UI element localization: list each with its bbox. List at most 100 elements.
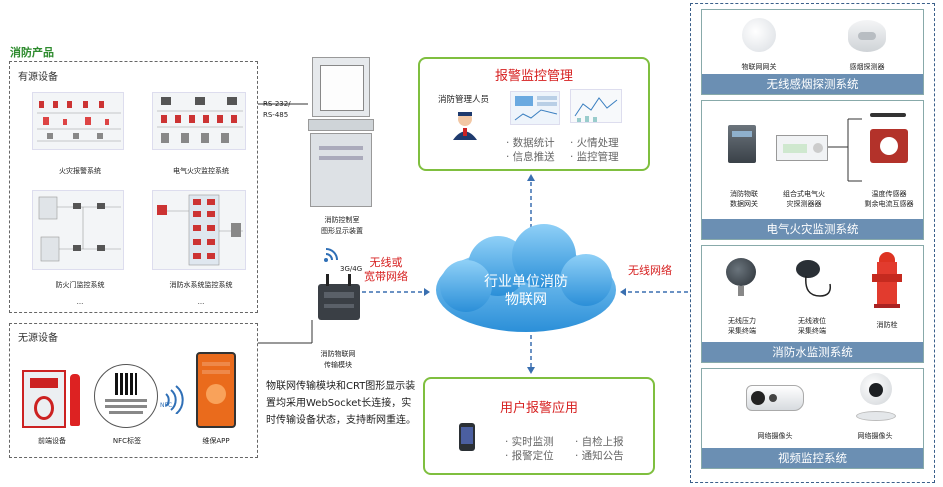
wireless-level-terminal-image [796,260,820,278]
level-terminal-cable [805,276,832,297]
nfc-signal-label: NFC [160,402,173,409]
wireless-smoke-detection-panel: 物联网网关 感烟探测器 无线感烟探测系统 [701,9,924,95]
bullet-info-push: · 信息推送 [506,151,555,163]
more-indicator-2: ... [197,298,205,306]
manager-avatar-icon [453,112,477,140]
cloud-label-line-2: 物联网 [505,292,547,308]
smoke-detector-label: 感烟探测器 [849,63,885,71]
video-surveillance-panel: 网络摄像头 网络摄像头 视频监控系统 [701,368,924,469]
statistics-chart-image [570,89,622,123]
water-system-monitoring-diagram [152,190,246,270]
iot-gateway-image [742,18,776,52]
fire-door-monitoring-diagram [32,190,124,270]
water-system-monitoring-label: 消防水系统监控系统 [169,281,233,289]
iot-gateway-label: 物联网网关 [741,63,777,71]
sensor-connection-lines [828,118,862,182]
fire-extinguisher-image [70,374,80,426]
fire-iot-data-gateway-label: 消防物联 数据网关 [720,189,768,209]
combined-detector-label-line-1: 组合式电气火 [783,190,825,198]
nfc-tag-label: NFC标签 [112,437,142,445]
crt-display-label: 消防控制室 图形显示装置 [302,215,382,237]
section-title-fire-products: 消防产品 [10,46,54,59]
level-terminal-label-line-2: 采集终端 [798,327,826,335]
bullet-alarm-location: · 报警定位 [505,450,554,462]
residual-current-transformer-image [870,129,908,163]
combined-electrical-fire-detector-label: 组合式电气火 灾探测器器 [772,189,836,209]
fire-iot-data-gateway-label-line-1: 消防物联 [730,190,758,198]
fire-alarm-system-label: 火灾报警系统 [59,167,101,175]
fire-hydrant-image [872,252,902,308]
fire-iot-data-gateway-label-line-2: 数据网关 [730,200,758,208]
bullet-fire-handling: · 火情处理 [570,137,619,149]
network-type-label: 3G/4G [340,265,363,273]
electrical-fire-monitoring-diagram [152,92,246,150]
dome-camera-label: 网络摄像头 [857,432,893,440]
user-alarm-application-box: 用户报警应用 · 实时监测 · 自检上报 · 报警定位 · 通知公告 [423,377,655,475]
fire-manager-label: 消防管理人员 [438,95,490,105]
iot-cloud-icon [436,224,616,332]
unpowered-devices-box: 无源设备 前端设备 NFC标签 NFC 维保APP [9,323,258,458]
more-indicator-1: ... [76,298,84,306]
combined-electrical-fire-detector-image [776,135,828,161]
bullet-camera-image [746,385,804,411]
alarm-monitoring-title: 报警监控管理 [494,69,573,84]
wireless-network-label: 无线网络 [628,264,672,277]
bullet-camera-label: 网络摄像头 [757,432,793,440]
temperature-sensor-image [868,107,908,125]
wireless-or-broadband-label: 无线或 宽带网络 [364,256,408,284]
bullet-realtime-monitoring: · 实时监测 [505,436,554,448]
pressure-terminal-label-line-1: 无线压力 [728,317,756,325]
fire-iot-data-gateway-image [728,125,756,163]
pressure-terminal-stem [738,286,744,296]
rs-interface-label-line-2: RS-485 [263,111,289,119]
transmission-module-label-line-2: 传输模块 [324,361,352,369]
rs-interface-label-line-1: RS-232/ [263,100,291,108]
level-terminal-label-line-1: 无线液位 [798,317,826,325]
transmission-module-image [318,274,360,320]
combined-detector-label-line-2: 灾探测器器 [786,200,822,208]
wireless-or-broadband-line-1: 无线或 [369,256,403,269]
wireless-or-broadband-line-2: 宽带网络 [364,270,408,283]
maintenance-app-label: 维保APP [202,437,230,445]
video-surveillance-title: 视频监控系统 [702,448,923,468]
cloud-label: 行业单位消防 物联网 [446,273,606,309]
dome-camera-image [856,373,896,423]
electrical-fire-detection-panel: 消防物联 数据网关 组合式电气火 灾探测器器 温度传感器 剩余电流互感器 电气火… [701,100,924,240]
powered-devices-title: 有源设备 [18,72,58,83]
maintenance-app-phone-image [196,352,236,428]
fire-water-monitoring-title: 消防水监测系统 [702,342,923,362]
wireless-signal-icon [324,248,338,262]
sensor-labels: 温度传感器 剩余电流互感器 [856,189,922,209]
wireless-pressure-terminal-label: 无线压力 采集终端 [716,316,768,336]
pressure-terminal-label-line-2: 采集终端 [728,327,756,335]
wireless-smoke-detection-title: 无线感烟探测系统 [702,74,923,94]
rs-interface-label: RS-232/ RS-485 [263,99,291,121]
fire-door-monitoring-label: 防火门监控系统 [55,281,105,289]
fire-cabinet-image [22,370,66,428]
front-end-device-label: 前端设备 [38,437,66,445]
transmission-module-label: 消防物联网 传输模块 [298,349,378,371]
powered-devices-box: 有源设备 火灾报警系统 电气火灾监控系统 防火门监控系统 ... [9,61,258,313]
electrical-fire-monitoring-label: 电气火灾监控系统 [173,167,229,175]
electrical-fire-detection-title: 电气火灾监测系统 [702,219,923,239]
crt-display-label-line-2: 图形显示装置 [321,227,363,235]
bullet-notice-announcement: · 通知公告 [575,450,624,462]
nfc-tag-image [94,364,158,428]
unpowered-devices-title: 无源设备 [18,333,58,344]
crt-display-terminal-image [308,57,374,207]
data-dashboard-screen-image [510,91,560,125]
description-text: 物联网传输模块和CRT图形显示装置均采用WebSocket长连接，实时传输设备状… [266,381,416,426]
temperature-sensor-label: 温度传感器 [871,190,907,198]
bullet-monitoring-management: · 监控管理 [570,151,619,163]
crt-display-label-line-1: 消防控制室 [324,216,360,224]
cloud-label-line-1: 行业单位消防 [484,274,568,290]
smartphone-icon [459,423,475,451]
transmission-module-label-line-1: 消防物联网 [320,350,356,358]
fire-water-monitoring-panel: 无线压力 采集终端 无线液位 采集终端 消防栓 消防水监测系统 [701,245,924,363]
nfc-signal-icon [165,385,184,414]
alarm-monitoring-management-box: 报警监控管理 消防管理人员 · 数据统计 · 火情处理 · 信息推送 · 监控管… [418,57,650,171]
bullet-self-check-report: · 自检上报 [575,436,624,448]
fire-hydrant-label: 消防栓 [876,321,898,329]
bullet-data-statistics: · 数据统计 [506,137,555,149]
